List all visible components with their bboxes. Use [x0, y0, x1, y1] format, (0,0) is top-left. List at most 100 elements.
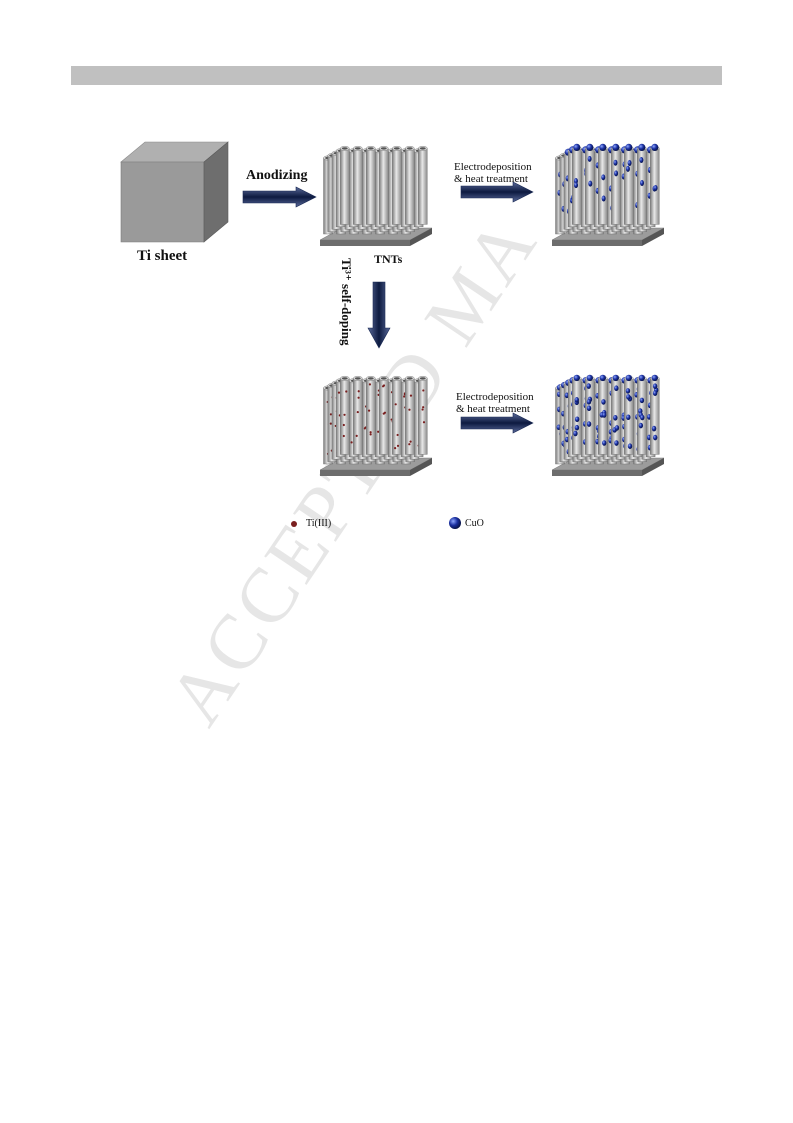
cuo-particle — [586, 399, 592, 405]
cuo-particle — [625, 388, 631, 394]
ti-iii-dot — [408, 408, 411, 411]
nanotube — [379, 145, 389, 225]
cuo-particle — [639, 157, 644, 164]
nanotube — [392, 375, 402, 455]
electro-label-1: Electrodeposition & heat treatment — [454, 161, 532, 185]
cuo-particle — [573, 430, 578, 437]
nanotube — [585, 143, 595, 225]
cuo-particle — [587, 155, 592, 162]
nanotube — [405, 375, 415, 455]
nanotube — [340, 375, 350, 455]
legend-cuo-label: CuO — [465, 518, 484, 529]
nanotube — [392, 145, 402, 225]
electro-label-1-line1: Electrodeposition — [454, 161, 532, 173]
ti-iii-dot — [357, 390, 360, 393]
cuo-particle — [640, 180, 645, 187]
legend-ti-iii-marker — [291, 521, 297, 527]
ti-iii-dot — [394, 403, 397, 406]
cuo-particle — [612, 143, 620, 151]
cuo-particle — [602, 412, 607, 418]
nanotube — [598, 374, 608, 455]
ti-iii-dot — [345, 390, 348, 393]
ti-iii-dot — [369, 433, 372, 436]
doping-label: Ti³⁺ self-doping — [339, 258, 354, 346]
nanotube — [650, 143, 660, 225]
cuo-particle — [614, 425, 620, 431]
ti-iii-dot — [369, 431, 372, 434]
doping-label-wrap: Ti³⁺ self-doping — [339, 258, 374, 358]
ti-iii-dot — [337, 391, 341, 394]
cuo-particle — [638, 143, 646, 151]
ti-iii-dot — [329, 413, 333, 416]
nanotube — [624, 143, 634, 225]
nanotube — [637, 143, 647, 225]
nanotube — [366, 375, 376, 455]
nanotube — [650, 374, 660, 455]
nanotube — [353, 145, 363, 225]
cuo-particle — [627, 443, 633, 450]
nanotube — [418, 145, 428, 225]
anodizing-label: Anodizing — [246, 168, 308, 183]
cuo-particle — [638, 422, 644, 429]
ti-iii-dot — [357, 396, 360, 399]
ti-iii-dot — [394, 447, 397, 450]
electro-label-2-line1: Electrodeposition — [456, 391, 534, 403]
cuo-particle — [640, 414, 645, 421]
cuo-particle — [602, 440, 607, 446]
ti-iii-dot — [403, 395, 406, 398]
cuo-particle — [652, 434, 658, 441]
nanotube — [340, 145, 350, 225]
nanotube — [572, 143, 582, 225]
electro-label-2-line2: & heat treatment — [456, 403, 530, 415]
nanotube — [598, 143, 608, 225]
cuo-particle — [588, 180, 593, 187]
cuo-particle — [586, 374, 593, 382]
ti-iii-dot — [355, 434, 358, 437]
cuo-particle — [652, 390, 658, 397]
nanotube — [353, 375, 363, 455]
cuo-particle — [626, 414, 631, 421]
ti-iii-dot — [422, 406, 425, 409]
tnt-array-doped — [319, 375, 433, 476]
nanotube — [624, 374, 634, 455]
tnt-array-plain — [319, 145, 433, 246]
cuo-particle — [573, 143, 581, 151]
electro-label-1-line2: & heat treatment — [454, 173, 528, 185]
nanotube — [637, 374, 647, 455]
tnts-label: TNTs — [374, 252, 403, 266]
ti-iii-dot — [377, 430, 380, 433]
cuo-particle — [651, 143, 659, 151]
cuo-particle — [574, 424, 580, 431]
cuo-particle — [625, 374, 632, 382]
cuo-particle — [612, 374, 619, 382]
cuo-particle — [625, 165, 630, 172]
ti-iii-dot — [329, 422, 332, 425]
arrow-anodizing — [242, 186, 317, 208]
cuo-particle — [586, 405, 592, 412]
cuo-particle — [586, 143, 594, 151]
header-bar — [71, 66, 722, 85]
cuo-particle — [638, 374, 645, 382]
ti-sheet-cube — [120, 141, 229, 243]
nanotube — [585, 374, 595, 455]
cuo-particle — [573, 374, 580, 382]
ti-iii-dot — [422, 421, 426, 424]
cuo-particle — [652, 383, 658, 389]
cuo-particle — [574, 397, 579, 403]
cuo-particle — [586, 383, 591, 389]
tnt-array-cuo-1 — [551, 143, 665, 246]
cuo-particle — [601, 399, 606, 405]
nanotube — [572, 374, 582, 455]
ti-iii-dot — [421, 408, 424, 411]
cuo-particle — [599, 374, 606, 382]
cuo-particle — [601, 195, 606, 202]
ti-iii-dot — [342, 434, 345, 438]
ti-iii-dot — [342, 423, 345, 427]
ti-iii-dot — [350, 441, 353, 444]
cuo-particle — [573, 177, 578, 184]
ti-iii-dot — [396, 444, 400, 447]
ti-iii-dot — [396, 433, 399, 437]
cuo-particle — [651, 425, 657, 432]
cuo-particle — [574, 182, 579, 189]
